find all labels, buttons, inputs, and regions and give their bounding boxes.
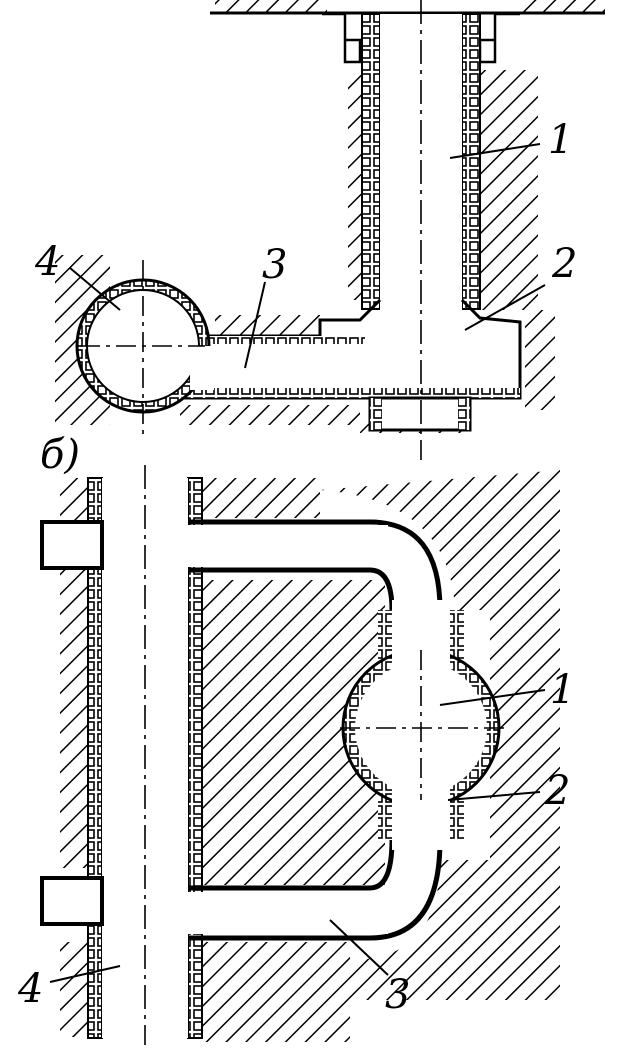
callout-b-1: 1 bbox=[550, 667, 575, 713]
callout-a-3: 3 bbox=[262, 242, 287, 288]
figure-b: б) bbox=[17, 432, 575, 1045]
callout-a-1: 1 bbox=[548, 117, 573, 163]
callout-b-4: 4 bbox=[17, 966, 43, 1012]
panel-label-b: б) bbox=[40, 432, 80, 478]
figure-a: 1 2 3 4 bbox=[34, 0, 605, 460]
callout-b-2: 2 bbox=[544, 768, 570, 814]
callout-a-2: 2 bbox=[551, 241, 577, 287]
callout-b-3: 3 bbox=[385, 972, 410, 1018]
ground-hatch bbox=[215, 0, 605, 12]
callout-a-4: 4 bbox=[34, 239, 60, 285]
